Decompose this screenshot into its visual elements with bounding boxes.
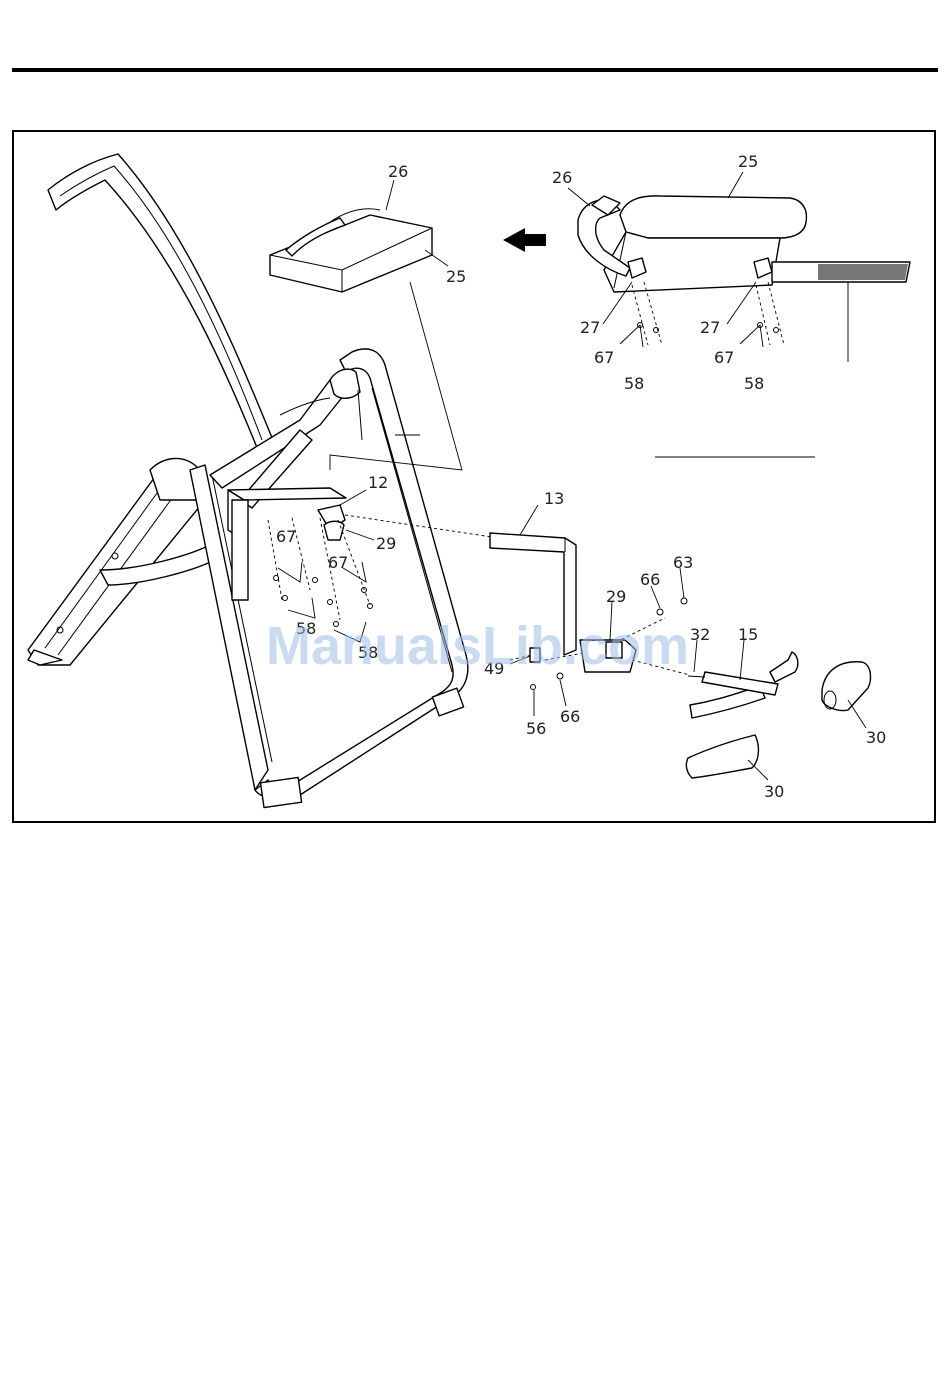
label-13: 13 — [544, 489, 564, 508]
label-66-lower: 66 — [560, 707, 580, 726]
headpad-main — [270, 209, 432, 292]
label-32: 32 — [690, 625, 710, 644]
backrest — [48, 154, 275, 460]
label-25: 25 — [446, 267, 466, 286]
inset-label-58-right: 58 — [744, 374, 764, 393]
inset-label-58-left: 58 — [624, 374, 644, 393]
label-63: 63 — [673, 553, 693, 572]
inset-label-25: 25 — [738, 152, 758, 171]
label-67-left: 67 — [276, 527, 296, 546]
label-66-upper: 66 — [640, 570, 660, 589]
inset-label-67-left: 67 — [594, 348, 614, 367]
inset-headpad — [578, 196, 910, 292]
label-29-lower: 29 — [606, 587, 626, 606]
watermark: ManualsLib.com — [266, 616, 689, 676]
label-30-lower: 30 — [764, 782, 784, 801]
inset-label-26: 26 — [552, 168, 572, 187]
label-67-right: 67 — [328, 553, 348, 572]
rear-leg — [28, 458, 215, 665]
arrow-left-icon — [503, 228, 546, 252]
inset-label-67-right: 67 — [714, 348, 734, 367]
inset-label-27-right: 27 — [700, 318, 720, 337]
label-56: 56 — [526, 719, 546, 738]
label-30-right: 30 — [866, 728, 886, 747]
inset-label-27-left: 27 — [580, 318, 600, 337]
label-26: 26 — [388, 162, 408, 181]
part-15-handle — [688, 652, 798, 718]
label-15: 15 — [738, 625, 758, 644]
label-29: 29 — [376, 534, 396, 553]
label-12: 12 — [368, 473, 388, 492]
